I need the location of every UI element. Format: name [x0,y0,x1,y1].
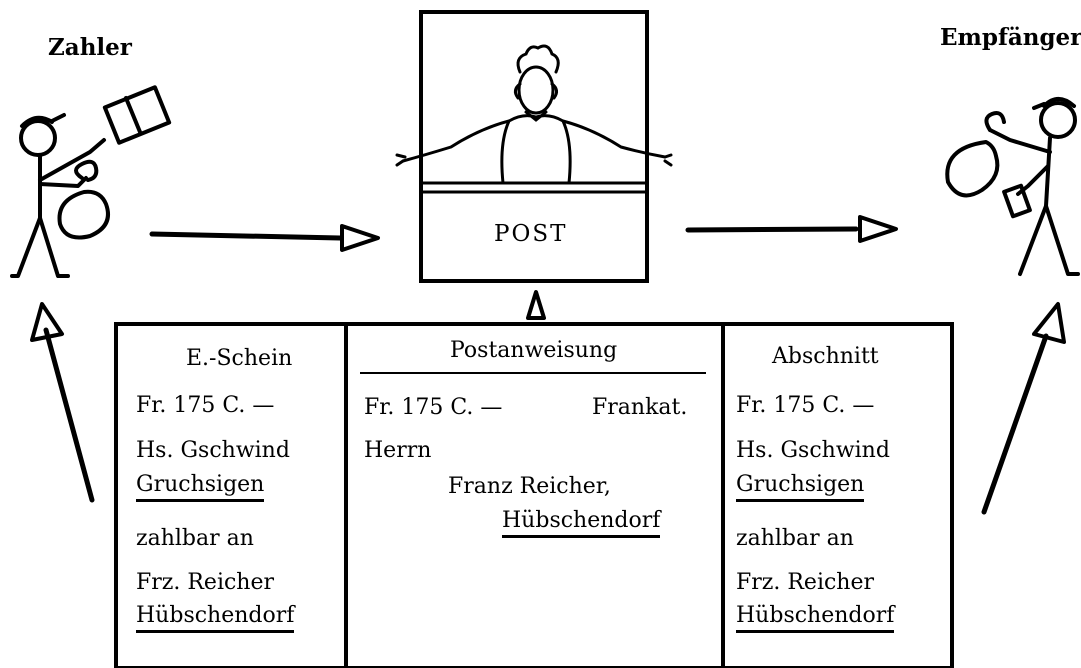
left-recipient-place: Hübschendorf [136,605,295,633]
right-recipient-place: Hübschendorf [736,605,895,633]
center-amount: Fr. 175 C. — [364,395,503,420]
payer-figure [10,85,172,278]
arrow-payer-to-post [149,224,380,252]
left-recipient-name: Frz. Reicher [136,570,275,595]
left-amount: Fr. 175 C. — [136,393,275,418]
left-sender-name: Hs. Gschwind [136,438,290,463]
right-recipient-name: Frz. Reicher [736,570,875,595]
right-payable-to: zahlbar an [736,526,854,551]
recipient-label: Empfänger [940,24,1081,51]
arrow-form-to-recipient [981,302,1066,515]
right-amount: Fr. 175 C. — [736,393,875,418]
arrows [30,215,1066,515]
right-sender-place: Gruchsigen [736,474,865,502]
center-title: Postanweisung [450,338,618,363]
center-recipient-name: Franz Reicher, [448,474,611,499]
arrow-form-to-payer [30,302,95,503]
center-recipient-place: Hübschendorf [502,510,661,538]
post-label: POST [494,221,568,247]
left-title: E.-Schein [186,346,293,371]
right-sender-name: Hs. Gschwind [736,438,890,463]
recipient-figure [945,97,1080,276]
post-clerk-figure [395,44,673,185]
post-office [395,10,673,283]
arrow-post-to-recipient [685,215,898,243]
left-sender-place: Gruchsigen [136,474,265,502]
arrow-form-to-post [526,290,546,320]
left-payable-to: zahlbar an [136,526,254,551]
payer-label: Zahler [48,34,132,61]
center-postage: Frankat. [592,395,688,420]
center-salutation: Herrn [364,438,432,463]
postal-order-form [114,322,954,668]
right-title: Abschnitt [772,344,879,369]
